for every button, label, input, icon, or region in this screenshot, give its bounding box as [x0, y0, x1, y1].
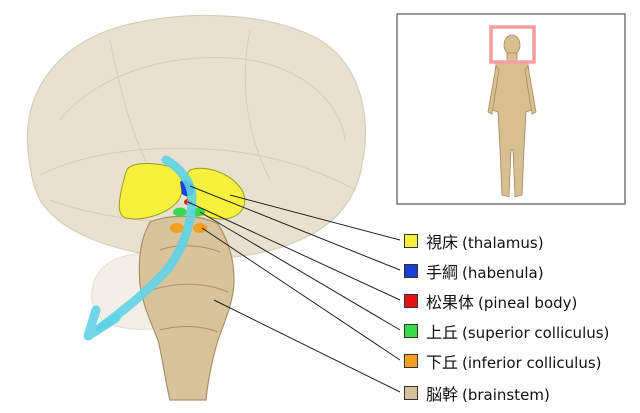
legend-item-inferior-colliculus: 下丘(inferior colliculus)	[404, 351, 602, 372]
legend-item-habenula: 手綱(habenula)	[404, 261, 544, 282]
legend-label-en: (pineal body)	[478, 294, 578, 312]
legend-label-jp: 手綱	[426, 263, 459, 282]
pointer-lines	[187, 185, 401, 393]
legend-item-thalamus: 視床(thalamus)	[404, 231, 544, 252]
swatch-icon	[404, 234, 418, 248]
brainstem-shape	[138, 215, 235, 401]
legend-label-en: (superior colliculus)	[462, 324, 610, 342]
thalamus-shape	[118, 163, 246, 220]
swatch-icon	[404, 294, 418, 308]
pointer-line-thalamus	[229, 194, 401, 241]
swatch-icon	[404, 324, 418, 338]
swatch-icon	[404, 354, 418, 368]
head-highlight-box	[489, 25, 536, 64]
pointer-line-pineal-body	[187, 201, 401, 301]
legend-label-jp: 視床	[426, 233, 459, 252]
swatch-icon	[404, 386, 418, 400]
legend-label-jp: 下丘	[426, 353, 459, 372]
legend-item-superior-colliculus: 上丘(superior colliculus)	[404, 321, 610, 342]
legend-label-jp: 松果体	[426, 293, 475, 312]
cerebrum-shape	[26, 14, 366, 260]
pointer-line-habenula	[189, 185, 401, 271]
human-figure-icon	[487, 34, 537, 198]
pointer-line-superior-colliculus	[199, 211, 401, 331]
legend-label-en: (habenula)	[462, 264, 544, 282]
legend-label-jp: 上丘	[426, 323, 459, 342]
pointer-line-brainstem	[213, 299, 401, 393]
legend-label-en: (inferior colliculus)	[462, 354, 602, 372]
pointer-line-inferior-colliculus	[201, 227, 401, 361]
legend-item-pineal-body: 松果体(pineal body)	[404, 291, 578, 312]
swatch-icon	[404, 264, 418, 278]
direction-arrow-icon	[83, 155, 197, 341]
legend-label-en: (brainstem)	[462, 386, 550, 404]
body-location-inset	[396, 13, 626, 205]
legend-label-jp: 脳幹	[426, 385, 459, 404]
legend-item-brainstem: 脳幹(brainstem)	[404, 383, 550, 404]
inferior-colliculus-shape	[170, 223, 207, 233]
legend-label-en: (thalamus)	[462, 234, 544, 252]
